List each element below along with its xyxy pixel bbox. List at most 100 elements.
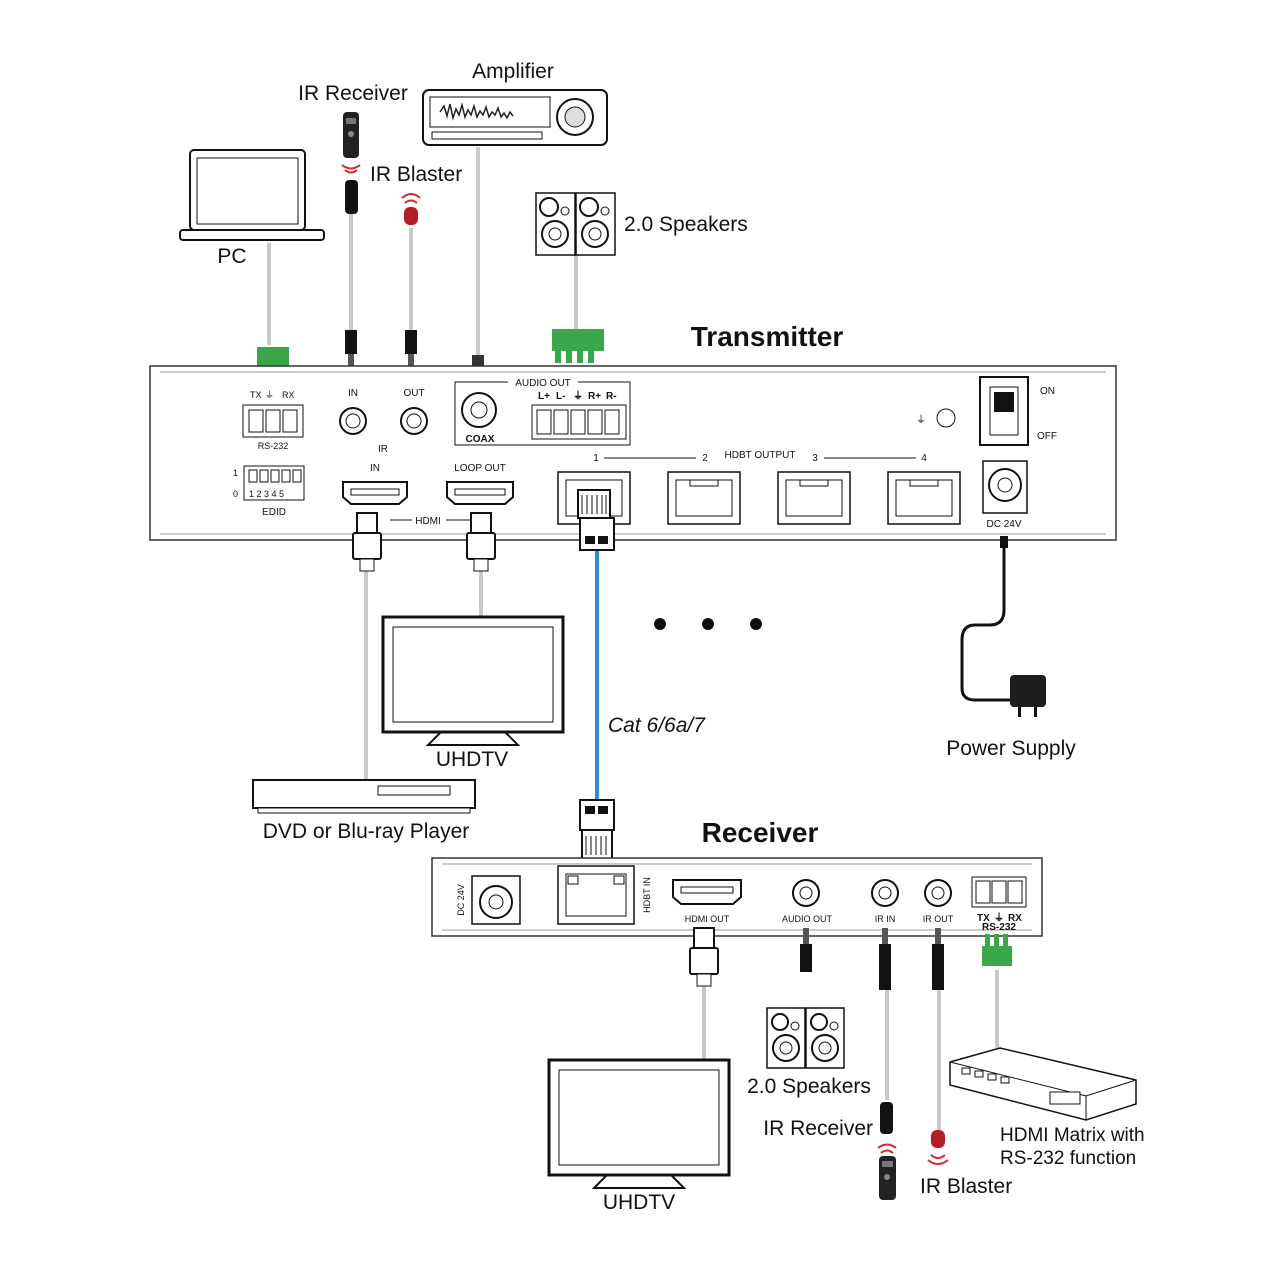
rj45-plug-bottom-icon bbox=[579, 799, 615, 861]
edid-dip-switch[interactable] bbox=[243, 465, 305, 501]
hdmi-loop-out-port[interactable] bbox=[446, 481, 514, 505]
ir-in-jack-inner bbox=[345, 413, 361, 429]
audio-l-plus: L+ bbox=[538, 391, 550, 402]
rx-audio-plug-icon bbox=[800, 928, 812, 972]
rx-ir-out-inner bbox=[931, 886, 945, 900]
hdmi-group-label: HDMI bbox=[415, 516, 441, 527]
audio-out-label-bg bbox=[508, 377, 578, 387]
hdbt-port4-label: 4 bbox=[921, 453, 927, 464]
audio-terminal-port[interactable] bbox=[531, 404, 627, 440]
hdbt-port1-label: 1 bbox=[593, 453, 599, 464]
hdbt-port-3[interactable] bbox=[777, 471, 851, 525]
remote-control-bottom-icon bbox=[877, 1143, 897, 1200]
hdmi-loop-out-label: LOOP OUT bbox=[454, 463, 506, 474]
edid-label: EDID bbox=[262, 507, 286, 518]
tx-dc-jack[interactable] bbox=[982, 460, 1028, 514]
hdbt-port3-label: 3 bbox=[812, 453, 818, 464]
rx-ir-in-label: IR IN bbox=[875, 914, 896, 924]
edid-switch-numbers: 1 2 3 4 5 bbox=[249, 489, 284, 499]
tv-bottom-icon bbox=[547, 1058, 731, 1189]
edid-0-label: 0 bbox=[233, 489, 238, 499]
tx-rs232-label: RS-232 bbox=[258, 441, 289, 451]
hdmi-out-label: HDMI OUT bbox=[685, 914, 730, 924]
audio-r-minus: R- bbox=[606, 391, 617, 402]
rx-ground-icon: ⏚ bbox=[994, 912, 1004, 924]
speakers-top-label: 2.0 Speakers bbox=[624, 213, 748, 236]
tx-ground-icon: ⏚ bbox=[265, 390, 274, 400]
tx-rs232-port[interactable] bbox=[242, 404, 304, 438]
cables bbox=[267, 147, 999, 1130]
ir-group-label: IR bbox=[378, 444, 388, 455]
hdmi-in-plug-icon bbox=[352, 512, 382, 572]
ir-out-plug-icon bbox=[405, 330, 417, 372]
laptop-icon bbox=[179, 149, 325, 241]
tx-dc-label: DC 24V bbox=[986, 519, 1021, 530]
rj45-plug-top-icon bbox=[577, 489, 615, 551]
ir-receiver-bottom-label: IR Receiver bbox=[763, 1117, 873, 1140]
rx-ir-out-label: IR OUT bbox=[923, 914, 954, 924]
hdbt-output-label: HDBT OUTPUT bbox=[725, 450, 796, 461]
audio-l-minus: L- bbox=[556, 391, 565, 402]
hdmi-in-port[interactable] bbox=[342, 481, 408, 505]
pc-label: PC bbox=[217, 245, 246, 268]
transmitter-title: Transmitter bbox=[691, 321, 844, 352]
speakers-top-icon bbox=[535, 192, 616, 256]
amplifier-label: Amplifier bbox=[472, 60, 554, 83]
speakers-bottom-icon bbox=[766, 1007, 845, 1069]
rx-ir-in-plug-icon bbox=[879, 928, 891, 990]
transmitter-chassis bbox=[149, 365, 1117, 541]
power-supply-label: Power Supply bbox=[946, 737, 1076, 760]
ir-out-label: OUT bbox=[403, 388, 424, 399]
hdbt-port-2[interactable] bbox=[667, 471, 741, 525]
power-switch[interactable] bbox=[979, 376, 1029, 446]
audio-ground-icon: ⏚ bbox=[573, 390, 583, 402]
hdmi-out-port[interactable] bbox=[672, 879, 742, 905]
coax-jack-inner bbox=[470, 401, 488, 419]
receiver-title: Receiver bbox=[702, 817, 819, 848]
speakers-bottom-label: 2.0 Speakers bbox=[747, 1075, 871, 1098]
hdmi-matrix-label-line2: RS-232 function bbox=[1000, 1148, 1136, 1169]
ir-blaster-bottom-icon bbox=[927, 1130, 949, 1165]
switch-off-label: OFF bbox=[1037, 431, 1057, 442]
hdbt-port-4[interactable] bbox=[887, 471, 961, 525]
tx-ground-post[interactable] bbox=[936, 408, 956, 428]
rx-ir-out-plug-icon bbox=[932, 928, 944, 990]
audio-r-plus: R+ bbox=[588, 391, 601, 402]
dvd-player-label: DVD or Blu-ray Player bbox=[263, 820, 470, 843]
rx-dc-jack[interactable] bbox=[471, 875, 521, 925]
cable-label: Cat 6/6a/7 bbox=[608, 714, 706, 737]
ir-blaster-top-label: IR Blaster bbox=[370, 163, 462, 186]
audio-terminal-plug-icon bbox=[552, 329, 604, 363]
rx-rs232-plug-icon bbox=[982, 934, 1012, 966]
rx-tx-label: TX bbox=[977, 913, 990, 924]
amplifier-icon bbox=[422, 89, 608, 146]
ir-blaster-bottom-label: IR Blaster bbox=[920, 1175, 1012, 1198]
rx-rs232-label: RS-232 bbox=[982, 922, 1016, 933]
hdbt-port2-label: 2 bbox=[702, 453, 708, 464]
hdmi-matrix-icon bbox=[949, 1047, 1137, 1121]
uhdtv-bottom-label: UHDTV bbox=[603, 1191, 675, 1214]
switch-on-label: ON bbox=[1040, 386, 1055, 397]
ir-in-plug-icon bbox=[345, 330, 357, 372]
power-adapter-icon bbox=[1010, 675, 1046, 717]
hdmi-in-label: IN bbox=[370, 463, 380, 474]
ir-in-label: IN bbox=[348, 388, 358, 399]
ellipsis-icon bbox=[654, 618, 762, 630]
hdbt-in-port[interactable] bbox=[557, 865, 635, 925]
ir-receiver-top-label: IR Receiver bbox=[298, 82, 408, 105]
uhdtv-top-label: UHDTV bbox=[436, 748, 508, 771]
ir-out-jack-inner bbox=[406, 413, 422, 429]
power-cable bbox=[960, 548, 1010, 702]
tx-ground-terminal-icon: ⏚ bbox=[916, 414, 926, 426]
ir-receiver-top-icon bbox=[345, 180, 358, 214]
rx-audio-out-label: AUDIO OUT bbox=[782, 914, 833, 924]
rx-audio-out-inner bbox=[799, 886, 813, 900]
ir-receiver-bottom-icon bbox=[880, 1102, 893, 1134]
dc-plug-icon bbox=[1000, 536, 1008, 548]
hdmi-matrix-label-line1: HDMI Matrix with bbox=[1000, 1125, 1145, 1146]
hdmi-loop-plug-icon bbox=[466, 512, 496, 572]
rx-dc-label: DC 24V bbox=[456, 884, 466, 916]
rx-rs232-port[interactable] bbox=[971, 876, 1027, 908]
hdbt-in-label: HDBT IN bbox=[642, 877, 652, 913]
